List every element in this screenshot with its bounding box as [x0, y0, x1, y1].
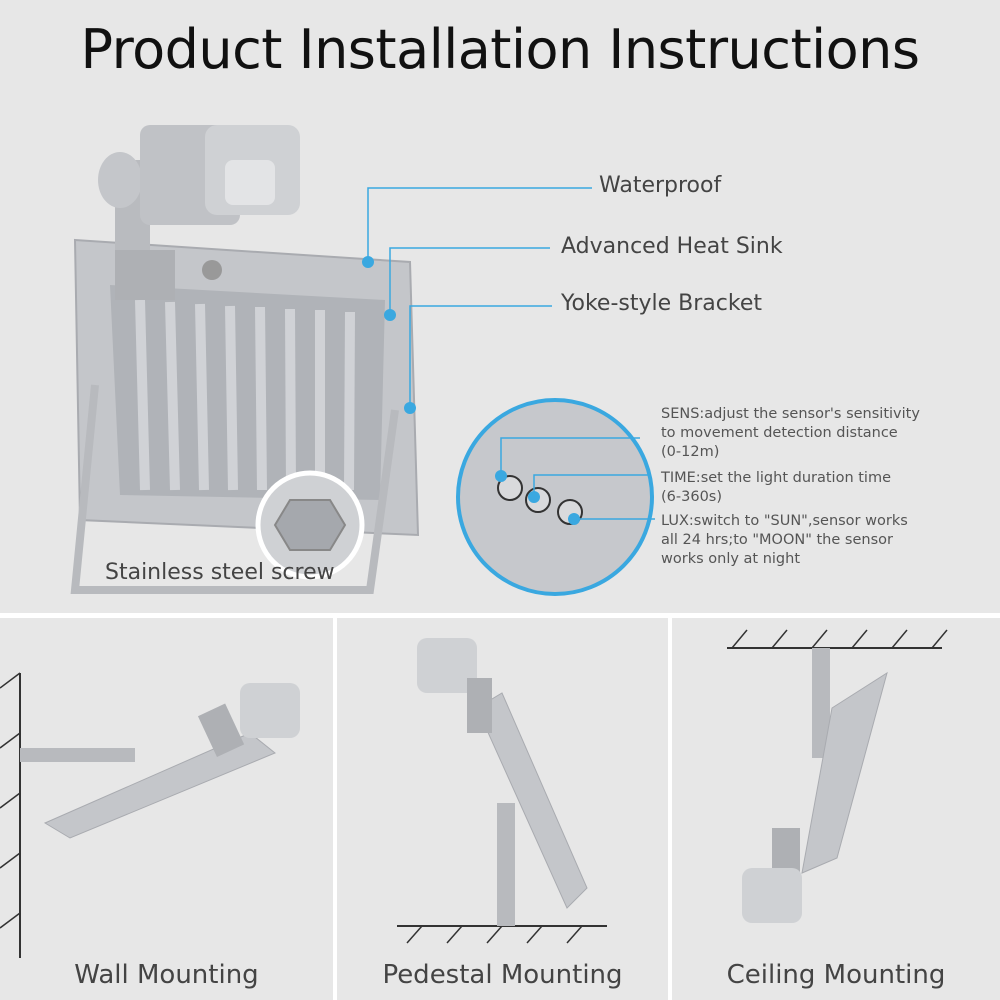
callout-screw: Stainless steel screw [105, 560, 335, 585]
mounting-label: Pedestal Mounting [382, 960, 623, 990]
sens-line: (0-12m) [661, 444, 720, 460]
floodlight-illustration [70, 125, 655, 596]
lux-description: LUX:switch to "SUN",sensor works all 24 … [661, 512, 961, 569]
pedestal-mounting-panel: Pedestal Mounting [337, 618, 668, 1000]
ceiling-mounting-panel: Ceiling Mounting [672, 618, 1000, 1000]
ceiling-mount-illustration [727, 629, 948, 923]
time-line: (6-360s) [661, 489, 723, 505]
lux-line: works only at night [661, 551, 801, 567]
features-section: Product Installation Instructions Waterp… [0, 0, 1000, 613]
lux-line: all 24 hrs;to "MOON" the sensor [661, 532, 893, 548]
mounting-label: Ceiling Mounting [726, 960, 946, 990]
sens-description: SENS:adjust the sensor's sensitivity to … [661, 405, 961, 462]
sens-line: to movement detection distance [661, 425, 898, 441]
time-line: TIME:set the light duration time [661, 470, 891, 486]
lux-line: LUX:switch to "SUN",sensor works [661, 513, 908, 529]
wall-mounting-panel: Wall Mounting [0, 618, 333, 1000]
mounting-label: Wall Mounting [74, 960, 259, 990]
callout-bracket: Yoke-style Bracket [561, 291, 762, 316]
pedestal-mount-illustration [397, 638, 607, 944]
time-description: TIME:set the light duration time (6-360s… [661, 469, 961, 507]
callout-heat-sink: Advanced Heat Sink [561, 234, 783, 259]
callout-waterproof: Waterproof [599, 173, 722, 198]
page-title: Product Installation Instructions [80, 18, 920, 81]
sens-line: SENS:adjust the sensor's sensitivity [661, 406, 920, 422]
wall-mount-illustration [0, 672, 300, 958]
